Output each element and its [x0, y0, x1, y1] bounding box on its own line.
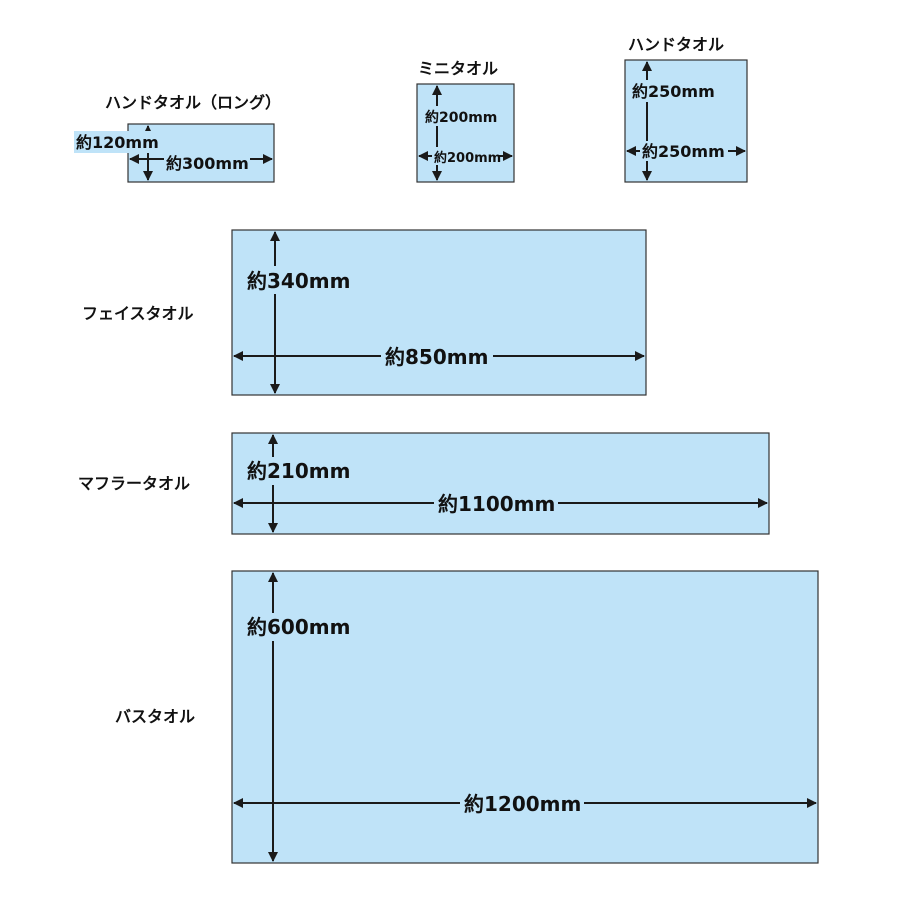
- towel-bath-towel: バスタオル 約600mm 約1200mm: [115, 570, 819, 864]
- width-label-bg: [460, 790, 584, 816]
- towel-name-label: ハンドタオル: [628, 35, 724, 54]
- towel-size-box: [416, 83, 515, 183]
- width-label: 約200mm: [434, 150, 501, 166]
- towel-size-box: [231, 229, 647, 396]
- width-label-bg: [434, 490, 558, 516]
- height-label-bg: [424, 106, 496, 126]
- width-label: 約850mm: [385, 345, 488, 369]
- height-label: 約210mm: [247, 459, 350, 483]
- height-label-bg: [246, 266, 354, 294]
- height-label-bg: [74, 131, 156, 153]
- height-label: 約340mm: [247, 269, 350, 293]
- width-label: 約1100mm: [438, 492, 555, 516]
- towel-name-label: ミニタオル: [418, 59, 498, 78]
- towel-mini-towel: ミニタオル 約200mm 約200mm: [416, 59, 515, 183]
- towel-name-label: ハンドタオル（ロング）: [105, 93, 281, 112]
- width-label: 約250mm: [642, 142, 725, 161]
- height-label-bg: [246, 457, 354, 485]
- height-label: 約120mm: [76, 133, 159, 152]
- width-label: 約300mm: [166, 154, 249, 173]
- height-label: 約600mm: [247, 615, 350, 639]
- towel-name-label: マフラータオル: [78, 474, 190, 493]
- width-label-bg: [164, 153, 250, 173]
- height-label: 約200mm: [425, 109, 497, 126]
- towel-name-label: フェイスタオル: [82, 304, 194, 323]
- towel-hand-towel-long: ハンドタオル（ロング） 約120mm 約300mm: [74, 93, 281, 183]
- height-label-bg: [246, 613, 354, 641]
- width-label-bg: [381, 343, 493, 369]
- height-label: 約250mm: [632, 82, 715, 101]
- towel-muffler-towel: マフラータオル 約210mm 約1100mm: [78, 432, 770, 535]
- towel-name-label: バスタオル: [115, 707, 195, 726]
- towel-hand-towel: ハンドタオル 約250mm 約250mm: [624, 35, 748, 183]
- towel-size-box: [624, 59, 748, 183]
- width-label: 約1200mm: [464, 792, 581, 816]
- height-label-bg: [630, 80, 718, 102]
- width-label-bg: [640, 141, 728, 161]
- towel-face-towel: フェイスタオル 約340mm 約850mm: [82, 229, 647, 396]
- width-label-bg: [432, 147, 498, 165]
